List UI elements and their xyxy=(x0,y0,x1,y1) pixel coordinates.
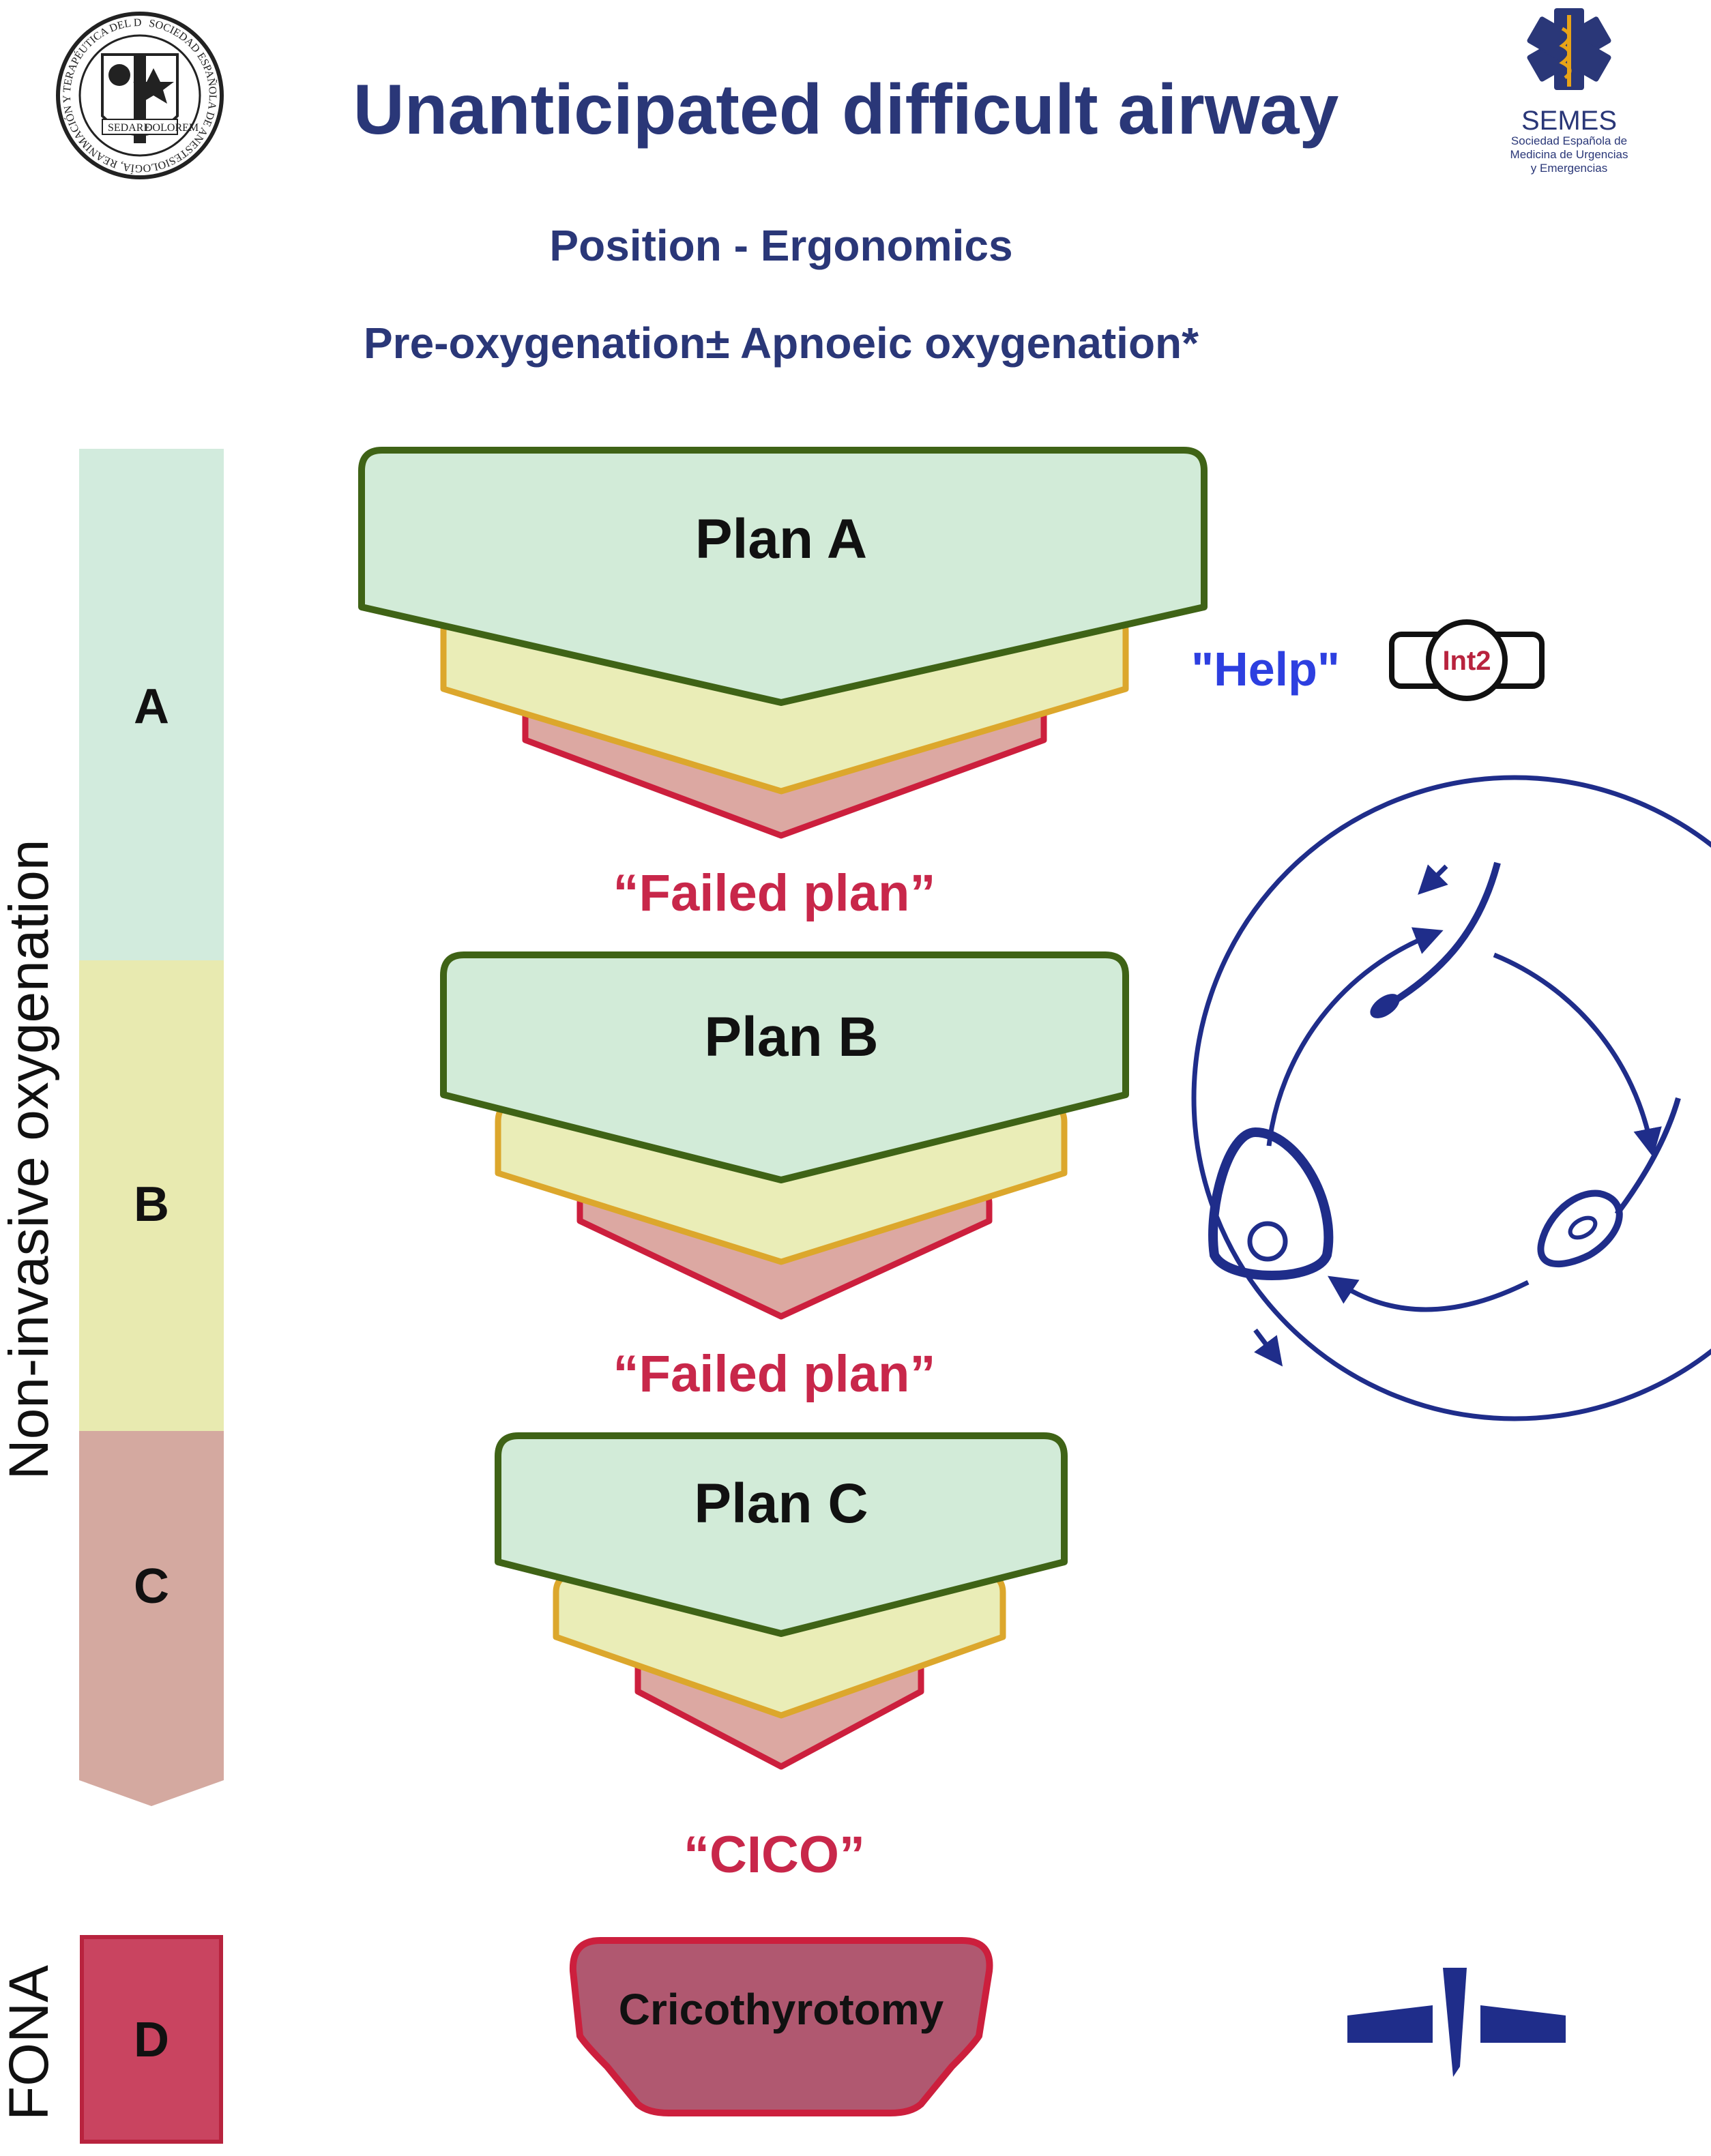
seal-logo: SOCIEDAD ESPAÑOLA DE ANESTESIOLOGÍA, REA… xyxy=(0,0,224,179)
cricothyrotomy-box: Cricothyrotomy xyxy=(569,1937,993,2116)
side-bar: A B C D Non-invasive oxygenation FONA xyxy=(0,449,224,2144)
cricothyrotomy-label: Cricothyrotomy xyxy=(619,1985,944,2034)
help-label: "Help" xyxy=(1191,643,1340,696)
semes-sub-2: Medicina de Urgencias xyxy=(1510,148,1628,161)
fona-label: FONA xyxy=(0,1965,60,2121)
page-title: Unanticipated difficult airway xyxy=(353,70,1339,149)
position-ergonomics-text: Position - Ergonomics xyxy=(549,221,1012,270)
plan-c-label: Plan C xyxy=(694,1473,868,1535)
int2-badge: Int2 xyxy=(1442,646,1491,676)
plan-b-box xyxy=(440,951,1129,1183)
seal-band-left: SEDARE xyxy=(108,122,150,134)
semes-logo: SEMES Sociedad Española de Medicina de U… xyxy=(1510,8,1628,175)
seal-band-right: DOLOREM xyxy=(145,122,199,134)
side-segment-a xyxy=(79,449,224,960)
plan-c-box xyxy=(495,1432,1068,1637)
failed-plan-1: “Failed plan” xyxy=(613,864,936,922)
scalpel-icon xyxy=(1347,1968,1566,2077)
non-invasive-label: Non-invasive oxygenation xyxy=(0,840,60,1480)
plan-a-label: Plan A xyxy=(695,508,867,570)
semes-sub-3: y Emergencias xyxy=(1531,162,1607,175)
plan-b-stack: Plan B xyxy=(440,951,1129,1320)
cycle-icon xyxy=(1191,775,1711,1421)
star-of-life-icon xyxy=(1527,8,1611,90)
cico-label: “CICO” xyxy=(684,1826,865,1884)
failed-plan-2: “Failed plan” xyxy=(613,1345,936,1403)
watch-icon: Int2 xyxy=(1389,619,1545,701)
side-letter-a: A xyxy=(134,679,169,734)
side-letter-b: B xyxy=(134,1177,169,1232)
plan-a-stack: Plan A xyxy=(358,447,1208,839)
semes-sub-1: Sociedad Española de xyxy=(1511,134,1627,147)
side-segment-b xyxy=(79,960,224,1431)
side-letter-d: D xyxy=(134,2013,169,2067)
side-letter-c: C xyxy=(134,1559,169,1614)
side-segment-d xyxy=(80,1935,223,2144)
side-segment-c xyxy=(79,1431,224,1806)
plan-c-stack: Plan C xyxy=(495,1432,1068,1770)
preoxygenation-text: Pre-oxygenation± Apnoeic oxygenation* xyxy=(364,319,1199,368)
plan-b-label: Plan B xyxy=(704,1006,878,1068)
plan-a-box xyxy=(358,447,1208,706)
semes-name: SEMES xyxy=(1521,106,1617,136)
